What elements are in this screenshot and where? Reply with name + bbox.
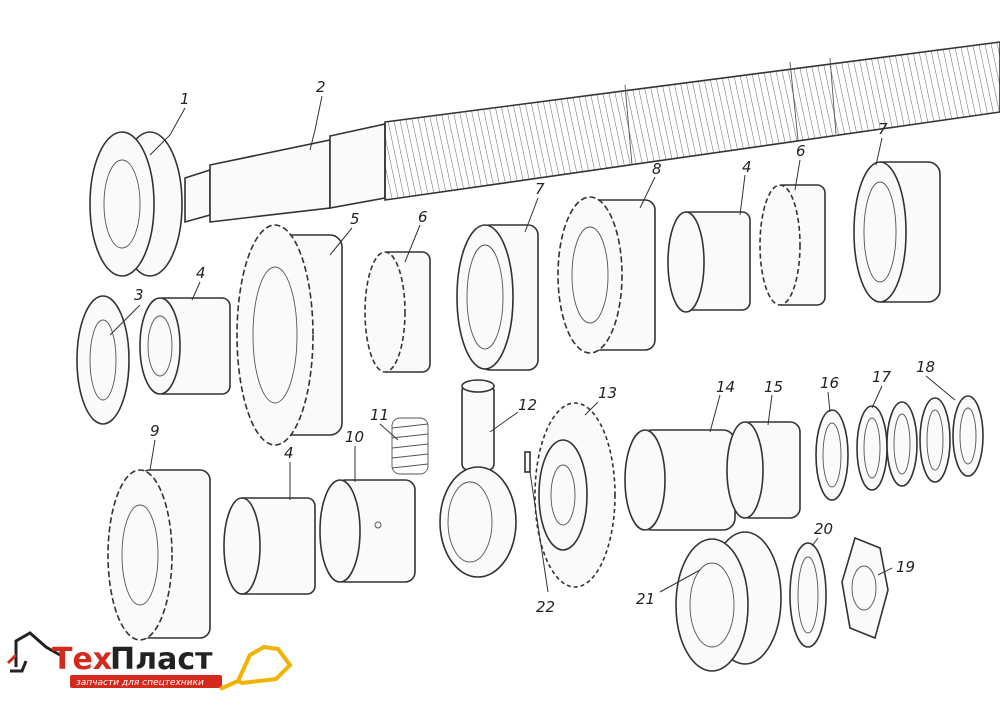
ring-3	[76, 295, 130, 425]
label-19: 19	[896, 558, 915, 576]
cylinder-15	[726, 421, 801, 519]
label-11: 11	[370, 406, 389, 424]
nut-19	[841, 536, 889, 640]
label-6-left: 6	[418, 208, 428, 226]
label-20: 20	[814, 520, 833, 538]
label-12: 12	[518, 396, 537, 414]
label-15: 15	[764, 378, 783, 396]
spring-11	[391, 417, 429, 475]
sleeve-7-left	[456, 224, 539, 371]
brand-text-part1: Тех	[52, 642, 112, 677]
label-9: 9	[150, 422, 160, 440]
label-2: 2	[316, 78, 326, 96]
label-7-right: 7	[878, 120, 888, 138]
bearing-1	[89, 131, 183, 277]
label-22: 22	[536, 598, 555, 616]
gear-9	[107, 469, 211, 641]
label-3: 3	[134, 286, 144, 304]
label-14: 14	[716, 378, 735, 396]
label-21: 21	[636, 590, 655, 608]
pin-22	[524, 451, 531, 473]
fork-12	[439, 379, 517, 578]
label-6-right: 6	[796, 142, 806, 160]
coupling-4-bottom	[223, 497, 316, 595]
label-10: 10	[345, 428, 364, 446]
gear-13	[534, 402, 616, 588]
techplast-logo: Тех Пласт запчасти для спецтехники	[6, 631, 293, 691]
gear-5	[236, 224, 343, 446]
leader-lines	[109, 95, 956, 593]
hub-6-right	[759, 184, 826, 306]
gear-8	[557, 196, 656, 354]
washer-16	[815, 409, 849, 501]
label-17: 17	[872, 368, 892, 386]
label-18: 18	[916, 358, 935, 376]
label-8: 8	[652, 160, 662, 178]
excavator-arm-icon	[14, 631, 61, 667]
label-16: 16	[820, 374, 839, 392]
washers-17	[856, 397, 951, 491]
bearing-21	[675, 531, 782, 672]
hub-6-left	[364, 251, 431, 373]
loader-bucket-icon	[235, 644, 293, 686]
label-5: 5	[350, 210, 360, 228]
coupling-4-right	[667, 211, 751, 313]
washer-20	[789, 542, 827, 648]
label-1: 1	[180, 90, 190, 108]
washer-18	[952, 395, 984, 477]
label-4-right: 4	[742, 158, 752, 176]
label-4-left: 4	[196, 264, 206, 282]
tagline: запчасти для спецтехники	[76, 678, 204, 688]
sleeve-7-right	[853, 161, 941, 303]
main-shaft	[184, 41, 1000, 224]
cylinder-14	[624, 429, 736, 531]
coupling-4-left	[139, 297, 231, 395]
label-13: 13	[598, 384, 617, 402]
part-labels: 1 2 3 4 5 6 7 8 4 6 7 9 4 10 11 12 13 14…	[134, 78, 935, 616]
tagline-bar	[70, 675, 222, 688]
bushing-10	[319, 479, 416, 583]
brand-text-part2: Пласт	[110, 642, 213, 677]
label-4-bottom: 4	[284, 444, 294, 462]
label-7-left: 7	[535, 180, 545, 198]
